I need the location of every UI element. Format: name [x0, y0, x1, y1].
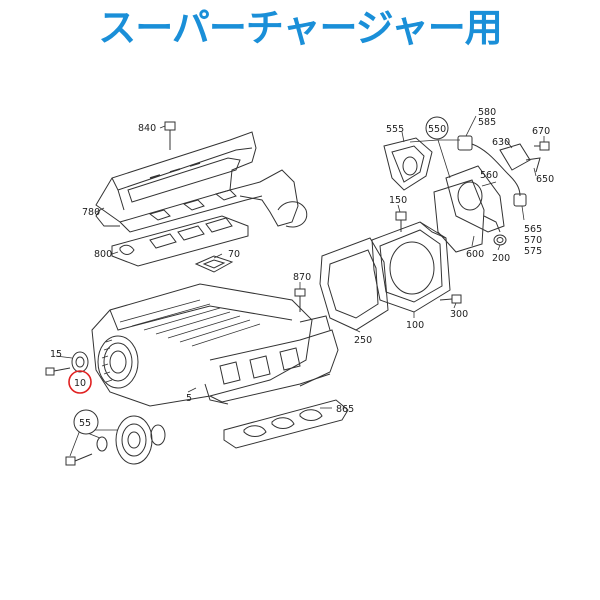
label-250: 250: [354, 335, 372, 346]
throttle-housing-100[interactable]: [371, 221, 451, 313]
label-100: 100: [406, 320, 424, 331]
label-585: 585: [478, 117, 496, 128]
label-630: 630: [492, 137, 510, 148]
bolt-150[interactable]: [395, 211, 407, 232]
bolt-15[interactable]: [45, 367, 71, 376]
label-870: 870: [293, 272, 311, 283]
front-pulley[interactable]: [97, 335, 139, 389]
connector-565[interactable]: [513, 193, 527, 207]
pulley-55-stack[interactable]: [96, 415, 166, 465]
label-70: 70: [228, 249, 240, 260]
label-10: 10: [74, 378, 86, 389]
gasket-70[interactable]: [194, 255, 234, 273]
engine-cover-part[interactable]: [95, 131, 308, 233]
bolt-670[interactable]: [534, 141, 550, 151]
label-840: 840: [138, 123, 156, 134]
supercharger-body[interactable]: [91, 283, 339, 407]
label-780: 780: [82, 207, 100, 218]
highlight-circle-10: [68, 370, 92, 394]
leader-lines: [55, 115, 545, 457]
label-650: 650: [536, 174, 554, 185]
cover-555[interactable]: [383, 137, 433, 191]
clip-650[interactable]: [525, 157, 541, 173]
label-670: 670: [532, 126, 550, 137]
label-800: 800: [94, 249, 112, 260]
label-200: 200: [492, 253, 510, 264]
gasket-800[interactable]: [111, 215, 249, 267]
intake-gasket-865[interactable]: [223, 399, 349, 449]
label-15: 15: [50, 349, 62, 360]
label-580: 580: [478, 107, 496, 118]
label-555: 555: [386, 124, 404, 135]
label-55: 55: [79, 418, 91, 429]
sensor-580[interactable]: [457, 135, 521, 197]
gasket-250[interactable]: [319, 237, 389, 331]
label-565: 565: [524, 224, 542, 235]
label-865: 865: [336, 404, 354, 415]
label-300: 300: [450, 309, 468, 320]
page-title: スーパーチャージャー用: [98, 6, 503, 50]
bolt-55[interactable]: [65, 453, 93, 466]
callout-circle-55: [73, 409, 99, 435]
actuator-560[interactable]: [445, 165, 505, 233]
idler-pulley-10[interactable]: [71, 351, 89, 373]
bolt-300[interactable]: [439, 294, 462, 304]
nut-200[interactable]: [493, 234, 507, 246]
label-575: 575: [524, 246, 542, 257]
callout-circle-550: [425, 116, 449, 140]
o-ring-630[interactable]: [499, 143, 531, 171]
bolt-840[interactable]: [164, 121, 176, 150]
label-5: 5: [186, 393, 192, 404]
label-600: 600: [466, 249, 484, 260]
label-560: 560: [480, 170, 498, 181]
label-570: 570: [524, 235, 542, 246]
label-150: 150: [389, 195, 407, 206]
label-550: 550: [428, 124, 446, 135]
gasket-600[interactable]: [433, 179, 485, 253]
